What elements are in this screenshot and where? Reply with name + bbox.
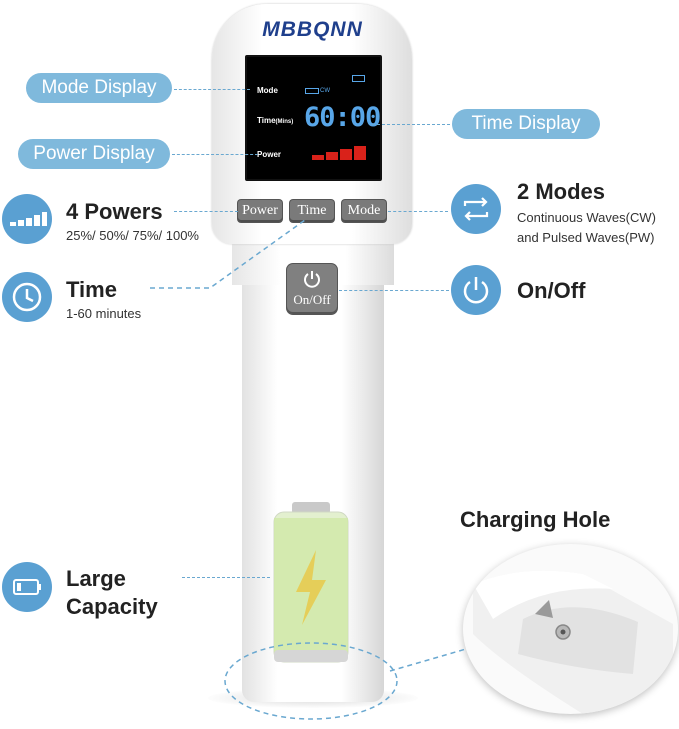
cycle-arrows-icon xyxy=(463,197,489,221)
onoff-title: On/Off xyxy=(517,278,586,303)
power-bar-1 xyxy=(312,155,324,160)
charging-hole-title: Charging Hole xyxy=(460,507,611,532)
capacity-title-line1: Large xyxy=(66,566,126,591)
onoff-leader xyxy=(339,290,449,291)
brand-logo: MBBQNN xyxy=(262,18,363,41)
power-levels-feature-icon xyxy=(2,194,52,244)
power-bar-4 xyxy=(354,146,366,160)
signal-bars-icon xyxy=(10,212,47,226)
power-bar-2 xyxy=(326,152,338,160)
mode-display-leader xyxy=(174,89,250,90)
screen-mode-label: Mode xyxy=(257,86,278,95)
time-display-callout: Time Display xyxy=(452,109,600,139)
screen-power-bars xyxy=(312,146,366,160)
power-display-callout: Power Display xyxy=(18,139,170,169)
capacity-title-line2: Capacity xyxy=(66,594,158,619)
screen-battery-icon xyxy=(352,75,365,82)
powers-leader xyxy=(174,211,238,212)
power-bar-3 xyxy=(340,149,352,160)
charging-hole-closeup xyxy=(463,544,678,714)
screen-mode-value: CW xyxy=(320,88,330,94)
capacity-leader xyxy=(182,577,270,578)
screen-time-label: Time(Mins) xyxy=(257,116,294,125)
onoff-button[interactable]: On/Off xyxy=(287,264,337,314)
modes-feature-icon xyxy=(451,184,501,234)
time-button[interactable]: Time xyxy=(290,200,334,222)
battery-small-icon xyxy=(13,579,41,595)
battery-icon xyxy=(273,502,349,663)
charging-leader xyxy=(389,648,467,672)
modes-line1: Continuous Waves(CW) xyxy=(517,210,656,225)
onoff-button-label: On/Off xyxy=(293,292,331,307)
time-subtitle: 1-60 minutes xyxy=(66,306,142,321)
power-button[interactable]: Power xyxy=(238,200,282,222)
mode-button[interactable]: Mode xyxy=(342,200,386,222)
onoff-feature-icon xyxy=(451,265,501,315)
screen-power-label: Power xyxy=(257,150,282,159)
charging-port-illustration xyxy=(473,570,673,714)
time-leader xyxy=(150,219,306,289)
modes-title: 2 Modes xyxy=(517,179,606,204)
time-feature-icon xyxy=(2,272,52,322)
screen-wave-icon xyxy=(305,88,319,94)
power-icon xyxy=(304,271,320,288)
time-display-leader xyxy=(372,124,450,125)
mode-display-callout: Mode Display xyxy=(26,73,172,103)
power-display-leader xyxy=(172,154,258,155)
capacity-feature-icon xyxy=(2,562,52,612)
modes-leader xyxy=(388,211,448,212)
charging-location-marker xyxy=(224,642,398,720)
power-symbol-icon xyxy=(463,277,489,304)
powers-subtitle: 25%/ 50%/ 75%/ 100% xyxy=(66,228,199,243)
screen-time-value: 60:00 xyxy=(304,102,381,133)
clock-icon xyxy=(12,282,42,312)
lcd-screen: Mode CW Time(Mins) 60:00 Power xyxy=(245,55,382,181)
time-title: Time xyxy=(66,277,117,302)
powers-title: 4 Powers xyxy=(66,199,163,224)
modes-line2: and Pulsed Waves(PW) xyxy=(517,230,655,245)
